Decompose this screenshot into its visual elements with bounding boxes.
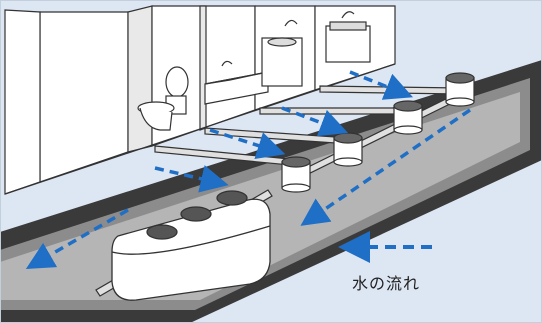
toilet [137,66,189,131]
inspection-pit-4 [445,72,475,107]
toilet-room [39,11,129,183]
tank-lid-3 [216,190,248,206]
kitchen-sink [325,11,371,63]
inspection-pits [281,72,475,193]
inspection-pit-1 [281,156,311,193]
septic-tank [111,190,271,301]
inspection-pit-2 [333,132,363,167]
flow-arrows [25,70,471,270]
tank-lid-1 [146,224,178,240]
tank-lid-2 [180,206,212,222]
legend-label: 水の流れ [352,274,421,293]
bathtub [204,60,269,105]
washing-machine [261,19,303,87]
inspection-pit-3 [393,100,423,135]
